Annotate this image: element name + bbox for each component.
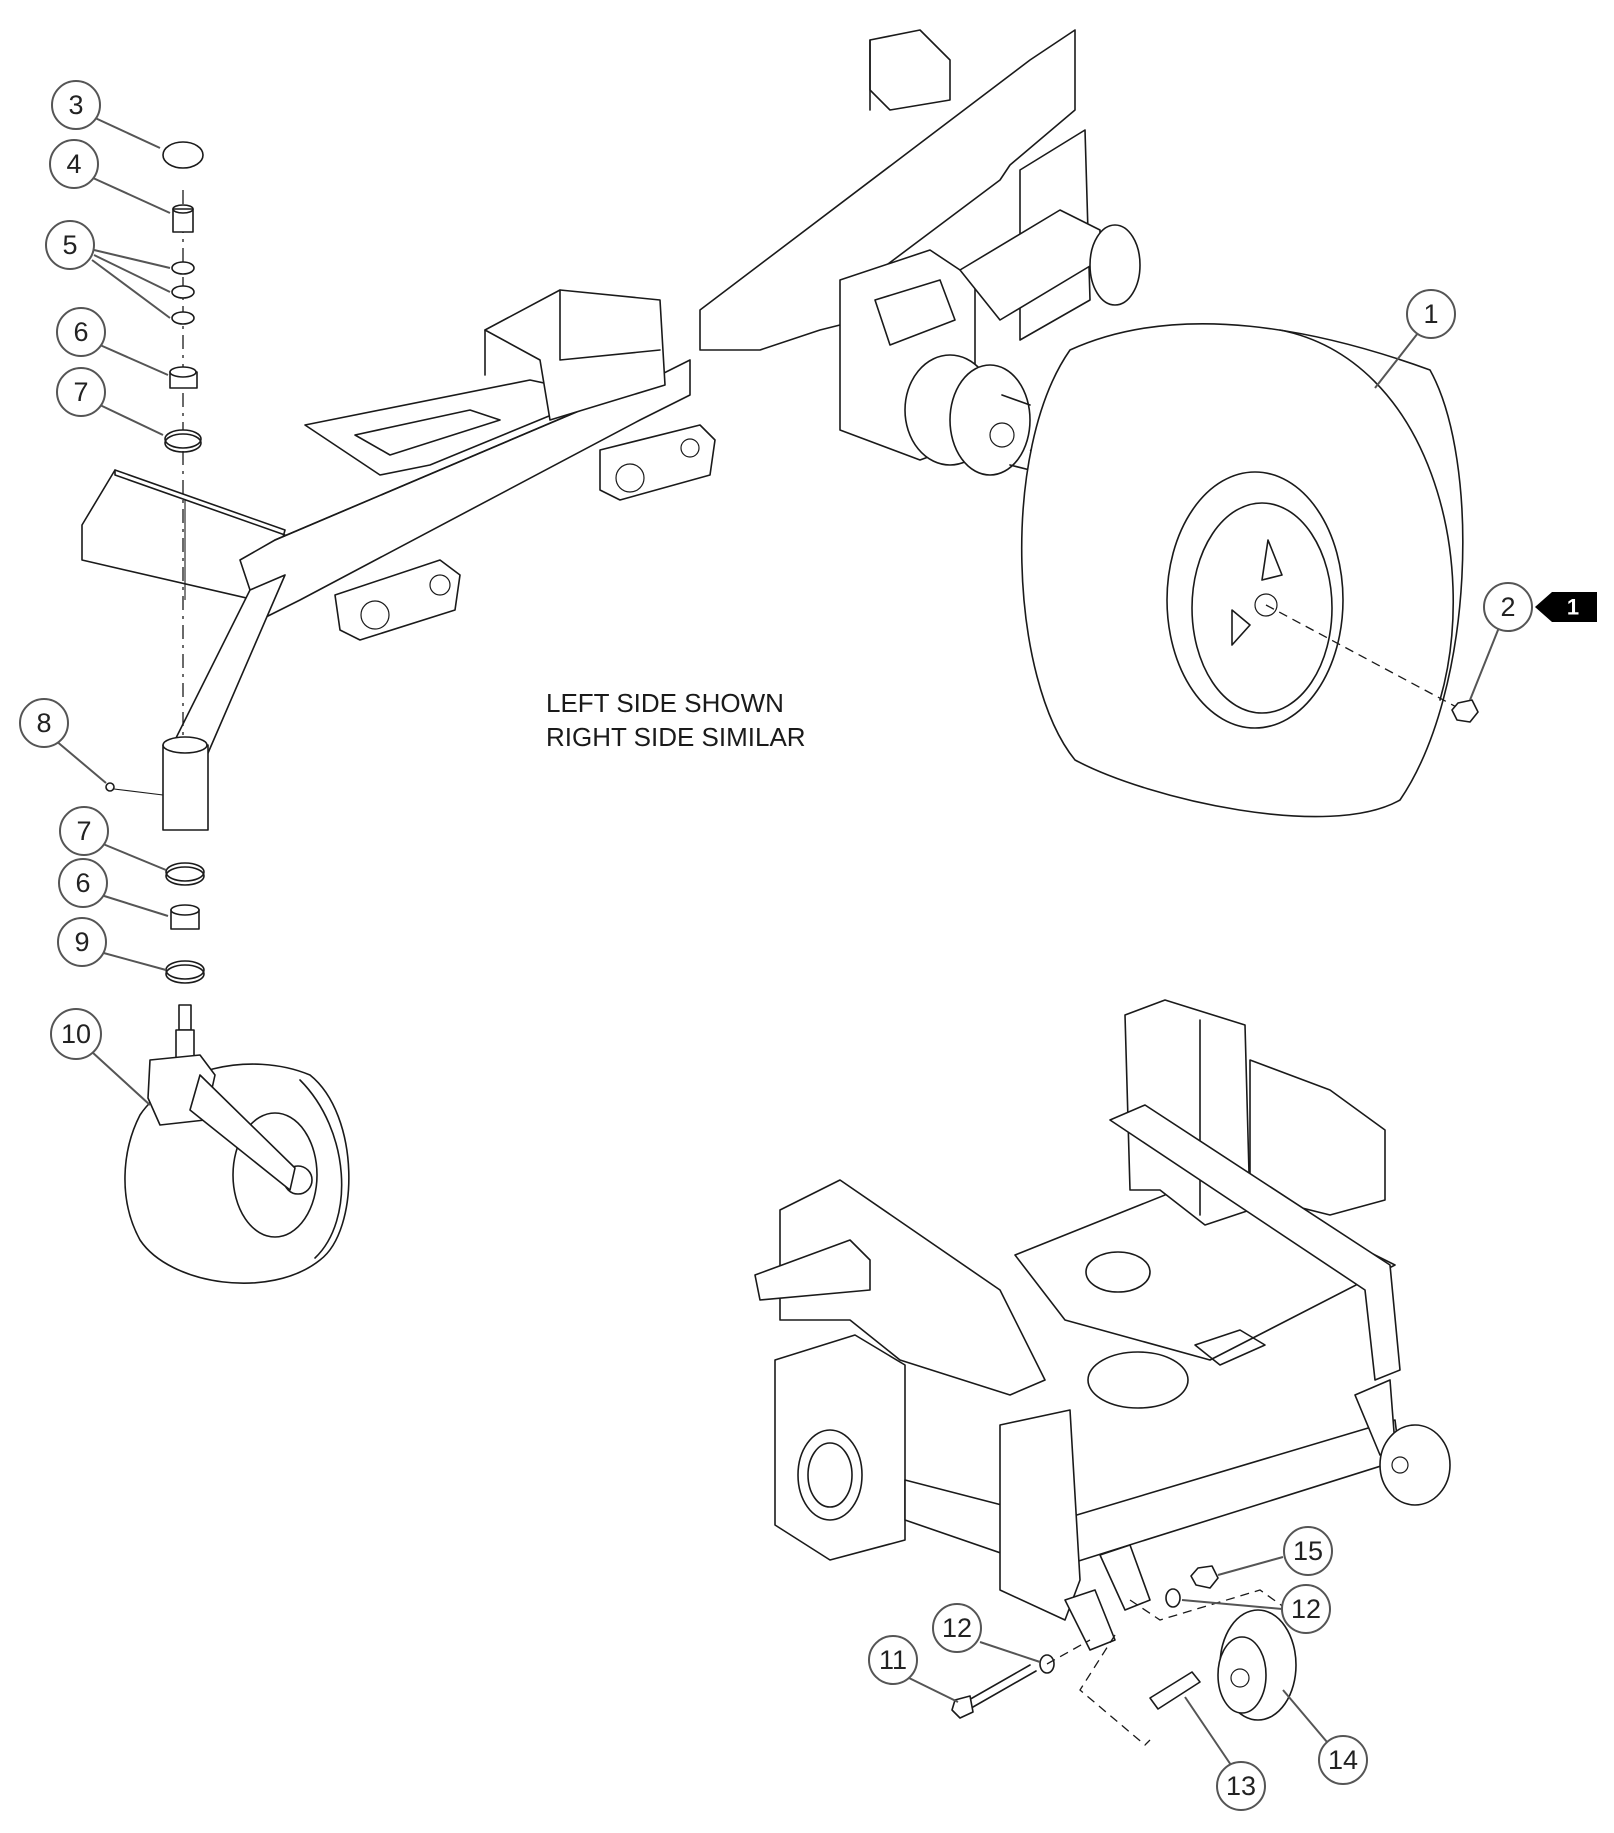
reference-badge: 1 [1535, 592, 1597, 622]
callout-8-label: 8 [36, 708, 51, 738]
callout-15-label: 15 [1293, 1536, 1323, 1566]
callout-12-right: 12 [1281, 1584, 1331, 1634]
callout-14: 14 [1318, 1735, 1368, 1785]
callout-4: 4 [49, 139, 99, 189]
callout-12-left: 12 [932, 1603, 982, 1653]
callout-6-upper-label: 6 [73, 317, 88, 347]
callout-4-label: 4 [66, 149, 81, 179]
reference-badge-label: 1 [1567, 595, 1579, 620]
callout-7-lower-label: 7 [76, 816, 91, 846]
rear-drive-wheel [1020, 323, 1479, 818]
callout-6-upper: 6 [56, 307, 106, 357]
callout-12-right-label: 12 [1291, 1594, 1321, 1624]
callout-13-label: 13 [1226, 1771, 1256, 1801]
callout-7-upper: 7 [56, 367, 106, 417]
callout-8: 8 [19, 698, 69, 748]
callout-12-left-label: 12 [942, 1613, 972, 1643]
front-caster-wheel [124, 1054, 350, 1284]
note-line1: LEFT SIDE SHOWN [546, 688, 784, 718]
callout-2-label: 2 [1500, 592, 1515, 622]
callout-10-label: 10 [61, 1019, 91, 1049]
callout-7-lower: 7 [59, 806, 109, 856]
main-frame [81, 29, 1141, 761]
deck-wheel-hardware [951, 1565, 1297, 1746]
callout-15: 15 [1283, 1526, 1333, 1576]
callout-6-lower-label: 6 [75, 868, 90, 898]
callout-2: 2 [1483, 582, 1533, 632]
deck-subframe [754, 999, 1451, 1651]
callout-6-lower: 6 [58, 858, 108, 908]
callout-14-label: 14 [1328, 1745, 1358, 1775]
callout-9: 9 [57, 917, 107, 967]
callout-13: 13 [1216, 1761, 1266, 1811]
callout-5: 5 [45, 220, 95, 270]
callout-7-upper-label: 7 [73, 377, 88, 407]
note-line2: RIGHT SIDE SIMILAR [546, 722, 806, 752]
callout-5-label: 5 [62, 230, 77, 260]
callout-10: 10 [50, 1008, 102, 1060]
callout-11: 11 [868, 1635, 918, 1685]
callout-1-label: 1 [1423, 299, 1438, 329]
callout-3: 3 [51, 80, 101, 130]
callout-1: 1 [1406, 289, 1456, 339]
callout-3-label: 3 [68, 90, 83, 120]
callout-9-label: 9 [74, 927, 89, 957]
callout-11-label: 11 [879, 1645, 907, 1675]
